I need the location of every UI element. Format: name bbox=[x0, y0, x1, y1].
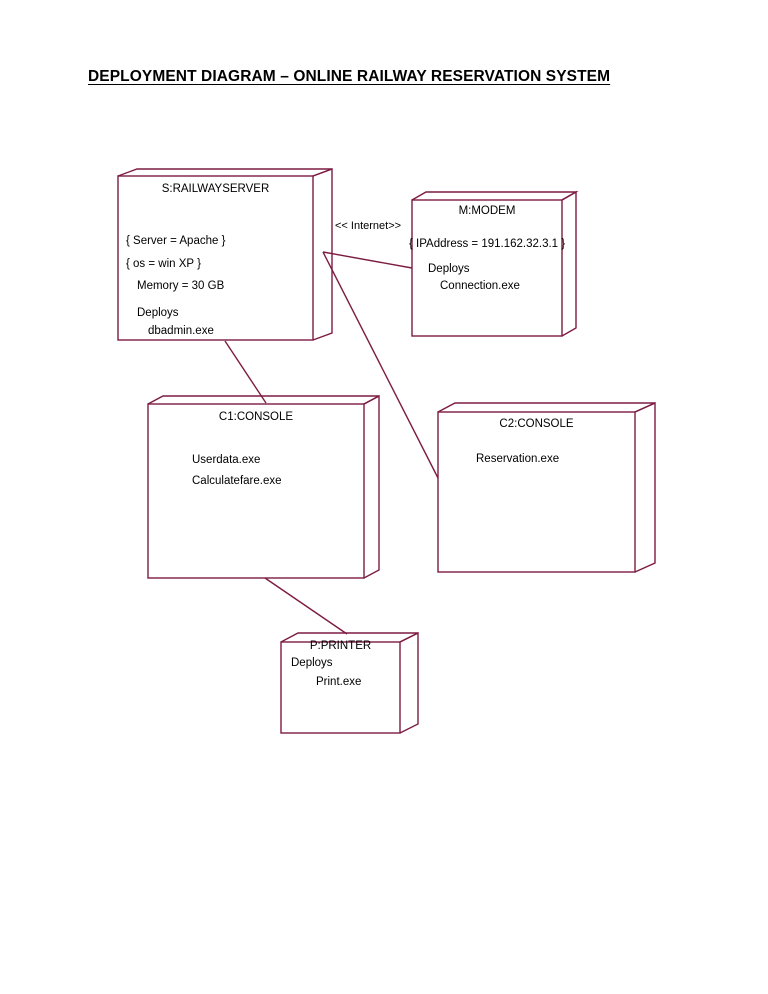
node-console1-side bbox=[363, 394, 380, 579]
node-railwayserver-title: S:RAILWAYSERVER bbox=[161, 183, 270, 195]
node-railwayserver-top bbox=[117, 168, 333, 177]
node-console2-face bbox=[437, 411, 636, 573]
node-printer[interactable] bbox=[280, 631, 419, 734]
connector-server-modem bbox=[322, 251, 413, 269]
node-console2-title: C2:CONSOLE bbox=[499, 418, 574, 430]
node-console1-line-2: Calculatefare.exe bbox=[192, 475, 282, 487]
node-console2-side bbox=[634, 401, 656, 573]
node-console1-title: C1:CONSOLE bbox=[218, 411, 294, 423]
node-printer-line-2: Print.exe bbox=[316, 676, 362, 688]
connector-console1-printer bbox=[264, 577, 348, 635]
node-railwayserver-face bbox=[117, 175, 314, 341]
node-railwayserver-side bbox=[312, 167, 333, 341]
node-railwayserver-line-5: dbadmin.exe bbox=[148, 325, 214, 337]
node-railwayserver-line-3: Memory = 30 GB bbox=[137, 280, 225, 292]
node-console1-face bbox=[147, 403, 365, 579]
node-console1-line-1: Userdata.exe bbox=[192, 454, 261, 466]
node-console2-line-1: Reservation.exe bbox=[476, 453, 560, 465]
node-console1[interactable] bbox=[147, 394, 380, 579]
connector-server-console1 bbox=[224, 340, 267, 404]
node-printer-title: P:PRINTER bbox=[309, 640, 372, 652]
node-console2[interactable] bbox=[437, 401, 656, 573]
node-railwayserver-line-4: Deploys bbox=[137, 307, 179, 319]
node-modem-line-3: Connection.exe bbox=[440, 280, 520, 292]
node-railwayserver[interactable] bbox=[117, 167, 333, 341]
node-printer-line-1: Deploys bbox=[291, 657, 333, 669]
node-railwayserver-line-1: { Server = Apache } bbox=[126, 235, 226, 247]
node-printer-side bbox=[399, 631, 419, 734]
node-modem-face bbox=[411, 199, 563, 337]
connector-server-console2 bbox=[322, 251, 439, 479]
page-title: DEPLOYMENT DIAGRAM – ONLINE RAILWAY RESE… bbox=[88, 68, 611, 85]
node-modem-title: M:MODEM bbox=[458, 205, 516, 217]
node-modem-top bbox=[411, 191, 579, 201]
node-modem-side bbox=[561, 190, 577, 337]
node-console2-top bbox=[437, 402, 656, 413]
node-printer-face bbox=[280, 641, 401, 734]
node-modem-line-1: { IPAddress = 191.162.32.3.1 } bbox=[409, 238, 566, 250]
node-railwayserver-line-2: { os = win XP } bbox=[126, 258, 201, 270]
node-modem-line-2: Deploys bbox=[428, 263, 470, 275]
node-modem[interactable] bbox=[411, 190, 579, 337]
connector-label-internet: << Internet>> bbox=[335, 220, 402, 232]
